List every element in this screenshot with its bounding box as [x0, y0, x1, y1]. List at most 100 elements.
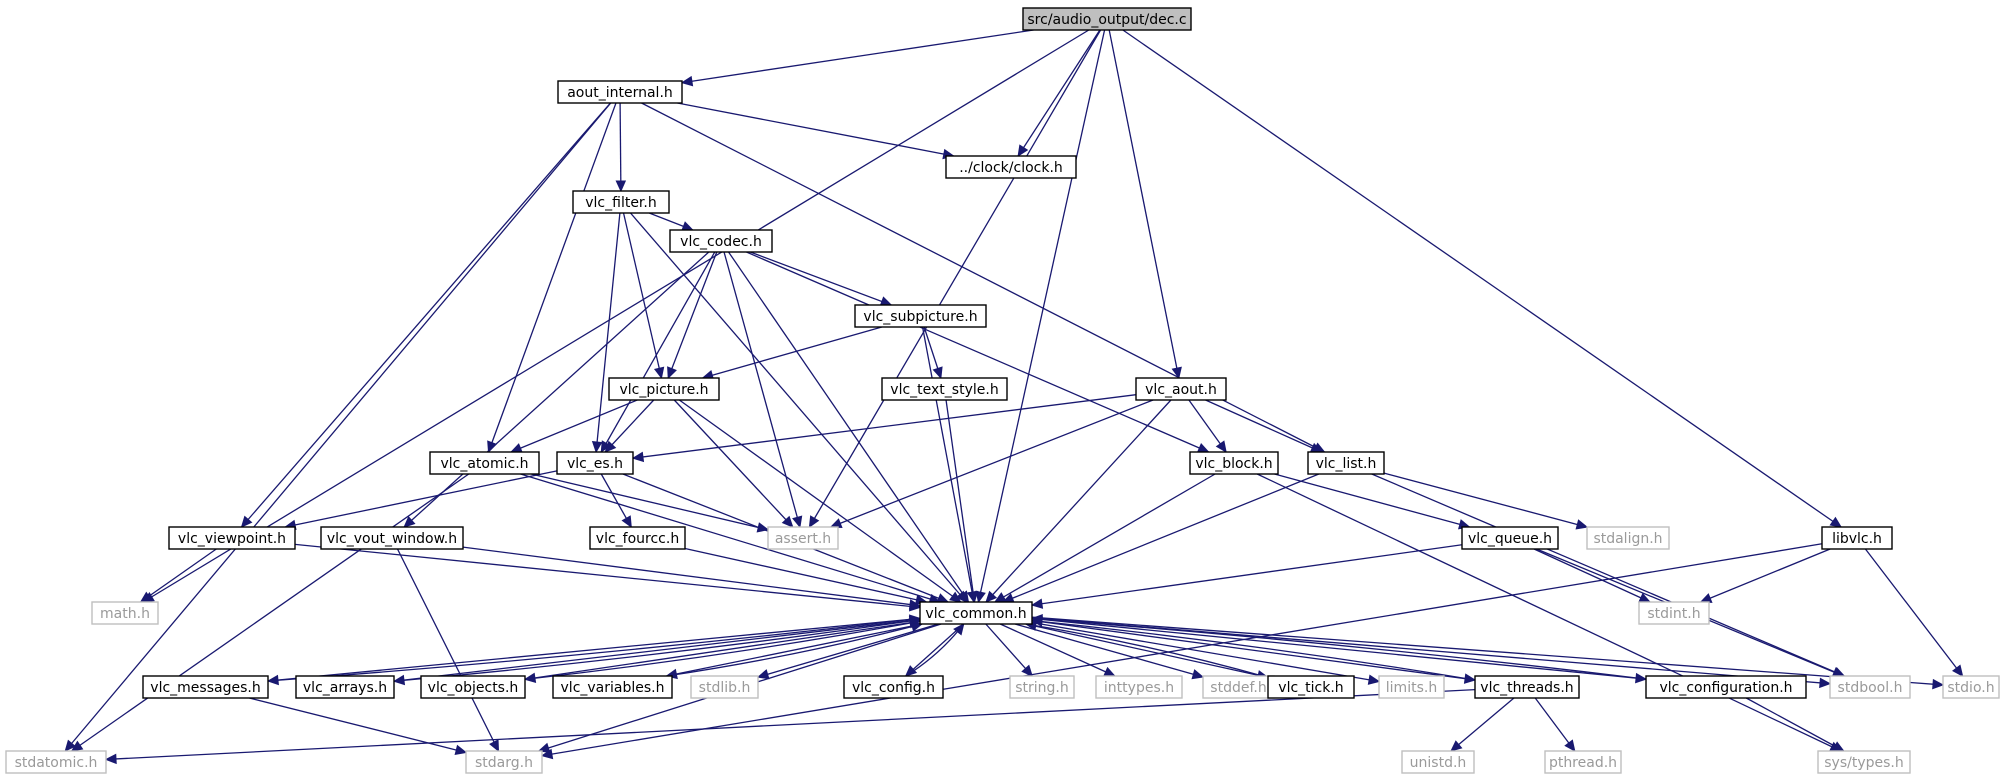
node-box [1817, 750, 1911, 774]
edge-line [666, 623, 923, 677]
edge-aout_internal-to-vlc_viewpoint [240, 102, 611, 528]
node-box [1022, 7, 1192, 31]
node-vlc-messages[interactable]: vlc_messages.h [142, 675, 269, 699]
edge-line [673, 399, 794, 528]
node-box [1645, 675, 1807, 699]
edge-line [604, 399, 655, 453]
edge-dec-to-libvlc [1122, 29, 1843, 528]
arrow-head-icon [932, 366, 943, 380]
arrow-head-icon [1575, 519, 1589, 530]
node-vlc-config[interactable]: vlc_config.h [843, 675, 944, 699]
node-label: vlc_picture.h [619, 382, 708, 398]
edge-vlc_config-to-vlc_common [905, 623, 965, 677]
node-label: stdbool.h [1838, 680, 1903, 696]
node-vlc-threads[interactable]: vlc_threads.h [1474, 675, 1580, 699]
edge-dec-to-clock [1017, 29, 1101, 158]
edge-line [393, 618, 921, 682]
node-box [572, 190, 670, 214]
edge-line [921, 326, 975, 603]
node-vlc-common[interactable]: vlc_common.h [919, 601, 1033, 625]
node-label: stdint.h [1647, 606, 1700, 622]
node-vlc-codec[interactable]: vlc_codec.h [669, 229, 773, 253]
node-label: stdlib.h [699, 680, 751, 696]
node-vlc-text-style[interactable]: vlc_text_style.h [881, 377, 1008, 401]
arrow-head-icon [829, 518, 843, 529]
arrow-head-icon [1564, 739, 1576, 752]
node-label: vlc_aout.h [1145, 382, 1217, 398]
node-libvlc[interactable]: libvlc.h [1821, 526, 1893, 550]
edge-line [1383, 472, 1588, 528]
node-vlc-queue[interactable]: vlc_queue.h [1461, 526, 1559, 550]
edge-vlc_codec-to-vlc_es [600, 251, 716, 454]
edge-vlc_atomic-to-vlc_common [520, 473, 942, 604]
node-dec[interactable]: src/audio_output/dec.c [1022, 7, 1192, 31]
node-label: vlc_es.h [567, 456, 623, 472]
arrow-head-icon [1030, 614, 1043, 625]
edge-vlc_common-to-stdio [1031, 616, 1945, 690]
node-vlc-viewpoint[interactable]: vlc_viewpoint.h [168, 526, 296, 550]
edge-line [393, 618, 921, 682]
node-label: vlc_variables.h [561, 680, 665, 696]
edge-vlc_codec-to-vlc_common [728, 251, 970, 604]
edge-line [728, 251, 969, 603]
edge-vlc_common-to-string [985, 623, 1034, 677]
node-box [843, 675, 944, 699]
node-label: ../clock/clock.h [959, 160, 1063, 176]
arrow-head-icon [653, 366, 665, 380]
node-label: vlc_objects.h [428, 680, 519, 696]
graph-nodes: src/audio_output/dec.c aout_internal.h ../… [5, 7, 2000, 774]
node-vlc-vout-window[interactable]: vlc_vout_window.h [320, 526, 464, 550]
node-label: vlc_configuration.h [1659, 680, 1792, 696]
node-label: assert.h [775, 531, 831, 547]
arrow-head-icon [64, 739, 77, 752]
node-box [589, 526, 686, 550]
edge-vlc_codec-to-vlc_picture [667, 251, 718, 380]
node-label: vlc_codec.h [680, 234, 762, 250]
arrow-head-icon [604, 440, 617, 453]
node-vlc-tick[interactable]: vlc_tick.h [1267, 675, 1355, 699]
arrow-head-icon [949, 591, 962, 603]
node-vlc-picture[interactable]: vlc_picture.h [608, 377, 720, 401]
node-vlc-fourcc[interactable]: vlc_fourcc.h [589, 526, 686, 550]
node-vlc-es[interactable]: vlc_es.h [556, 451, 634, 475]
arrow-head-icon [70, 740, 84, 752]
edge-line [746, 251, 1209, 453]
node-vlc-arrays[interactable]: vlc_arrays.h [295, 675, 395, 699]
node-stdint: stdint.h [1638, 601, 1710, 625]
edge-line [1108, 29, 1180, 379]
node-label: inttypes.h [1104, 680, 1174, 696]
node-vlc-subpicture[interactable]: vlc_subpicture.h [854, 304, 987, 328]
arrow-head-icon [1171, 366, 1182, 380]
node-label: vlc_vout_window.h [327, 531, 457, 547]
arrow-head-icon [139, 591, 153, 603]
edge-vlc_block-to-vlc_common [993, 473, 1216, 603]
node-label: stdarg.h [475, 755, 533, 771]
node-vlc-filter[interactable]: vlc_filter.h [572, 190, 670, 214]
edge-vlc_codec-to-vlc_block [746, 251, 1210, 453]
node-vlc-list[interactable]: vlc_list.h [1307, 451, 1385, 475]
node-vlc-aout[interactable]: vlc_aout.h [1135, 377, 1227, 401]
edge-line [808, 29, 1102, 528]
graph-edges [64, 29, 1964, 765]
node-box [557, 80, 683, 104]
arrow-head-icon [510, 443, 523, 453]
node-vlc-objects[interactable]: vlc_objects.h [420, 675, 526, 699]
node-vlc-atomic[interactable]: vlc_atomic.h [429, 451, 540, 475]
arrow-head-icon [1932, 678, 1945, 690]
edge-vlc_threads-to-pthread [1534, 697, 1576, 752]
edge-line [462, 546, 921, 607]
arrow-head-icon [537, 742, 551, 753]
arrow-head-icon [808, 515, 820, 529]
edge-line [985, 399, 1172, 603]
node-clock[interactable]: ../clock/clock.h [945, 155, 1077, 179]
node-vlc-variables[interactable]: vlc_variables.h [552, 675, 673, 699]
edge-line [999, 623, 1116, 677]
node-aout-internal[interactable]: aout_internal.h [557, 80, 683, 104]
edge-line [630, 212, 967, 603]
node-vlc-configuration[interactable]: vlc_configuration.h [1645, 675, 1807, 699]
edge-line [945, 399, 976, 603]
edge-line [1031, 619, 1476, 681]
node-vlc-block[interactable]: vlc_block.h [1189, 451, 1279, 475]
node-label: unistd.h [1410, 755, 1467, 771]
edge-line [1031, 617, 1647, 680]
